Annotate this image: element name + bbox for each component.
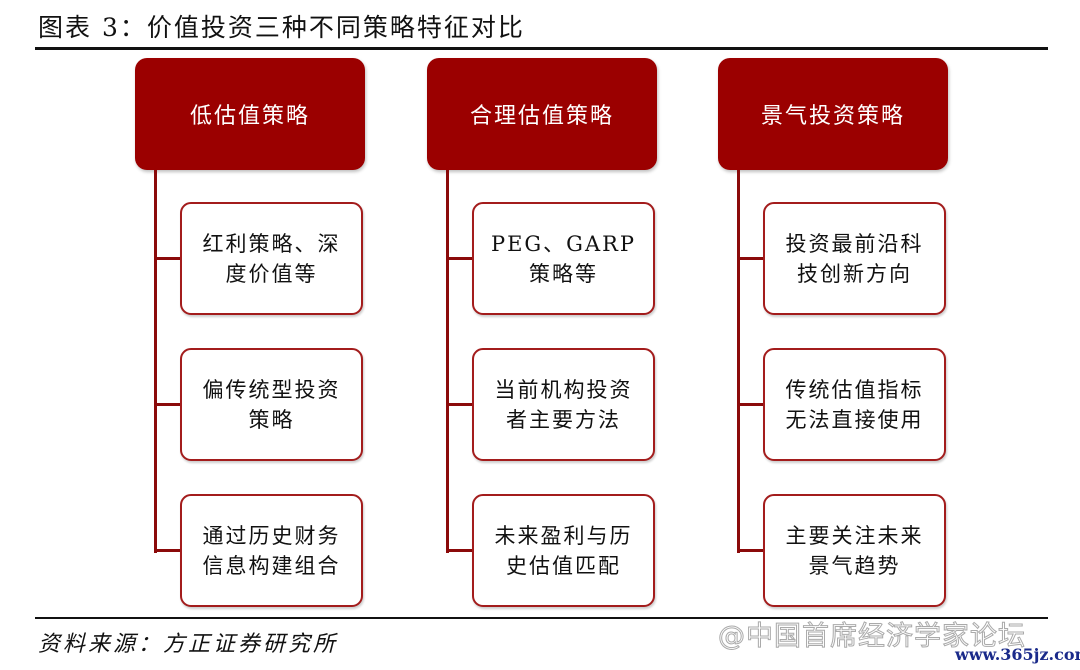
connector-horizontal: [155, 403, 180, 406]
strategy-header: 景气投资策略: [718, 58, 948, 170]
connector-vertical: [154, 170, 157, 553]
connector-horizontal: [738, 403, 763, 406]
connector-horizontal: [447, 549, 472, 552]
feature-box: 偏传统型投资策略: [180, 348, 363, 461]
feature-box: 当前机构投资者主要方法: [472, 348, 655, 461]
feature-box: 红利策略、深度价值等: [180, 202, 363, 315]
watermark-text: @中国首席经济学家论坛: [718, 621, 1026, 653]
figure-title: 图表 3：价值投资三种不同策略特征对比: [38, 13, 525, 42]
strategy-header: 低估值策略: [135, 58, 365, 170]
feature-box: 投资最前沿科技创新方向: [763, 202, 946, 315]
feature-box: PEG、GARP策略等: [472, 202, 655, 315]
bottom-rule: [35, 617, 1048, 619]
feature-box: 传统估值指标无法直接使用: [763, 348, 946, 461]
connector-vertical: [737, 170, 740, 553]
strategy-header: 合理估值策略: [427, 58, 657, 170]
top-rule: [35, 47, 1048, 50]
connector-horizontal: [155, 549, 180, 552]
connector-horizontal: [738, 549, 763, 552]
watermark-url: www.365jz.com: [955, 645, 1080, 664]
feature-box: 通过历史财务信息构建组合: [180, 494, 363, 607]
connector-vertical: [446, 170, 449, 553]
connector-horizontal: [447, 257, 472, 260]
connector-horizontal: [738, 257, 763, 260]
feature-box: 未来盈利与历史估值匹配: [472, 494, 655, 607]
source-note: 资料来源：方正证券研究所: [38, 632, 339, 657]
connector-horizontal: [155, 257, 180, 260]
connector-horizontal: [447, 403, 472, 406]
feature-box: 主要关注未来景气趋势: [763, 494, 946, 607]
